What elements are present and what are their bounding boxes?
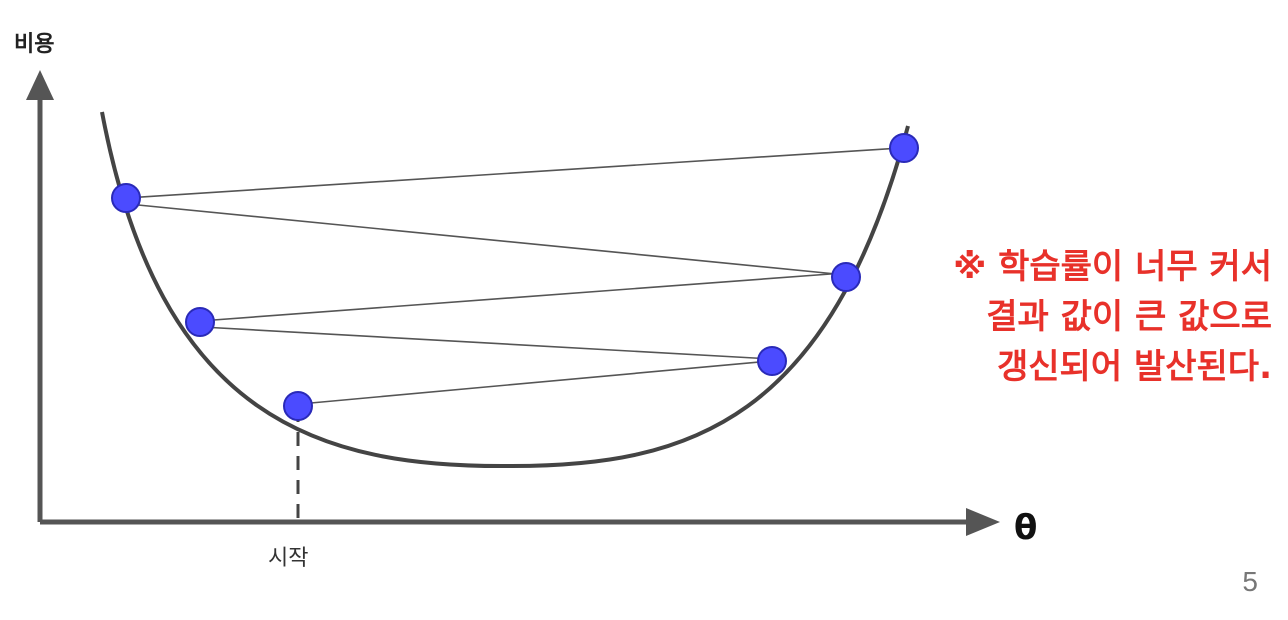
point-2: [757, 346, 787, 376]
page-number: 5: [1242, 566, 1258, 597]
step-arrow-1: [299, 357, 771, 405]
cost-curve: [100, 111, 910, 469]
step-arrow-4: [127, 200, 847, 276]
point-6: [889, 133, 919, 163]
step-arrow-2: [201, 323, 773, 360]
step-arrow-3: [199, 269, 845, 322]
point-4: [831, 262, 861, 292]
start-label: 시작: [268, 546, 309, 571]
y-axis-label: 비용: [14, 32, 55, 57]
step-arrow-5: [125, 144, 901, 199]
point-5: [111, 183, 141, 213]
note-line-3: 갱신되어 발산된다.: [997, 347, 1272, 387]
note-line-2: 결과 값이 큰 값으로: [986, 297, 1272, 337]
divergence-note: ※ 학습률이 너무 커서 결과 값이 큰 값으로 갱신되어 발산된다.: [872, 242, 1272, 392]
point-3: [185, 307, 215, 337]
note-line-1: ※ 학습률이 너무 커서: [953, 247, 1272, 287]
x-axis-label: θ: [1014, 508, 1038, 548]
x-axis-arrowhead: [966, 508, 1000, 536]
point-start: [283, 391, 313, 421]
y-axis-arrowhead: [26, 70, 54, 100]
